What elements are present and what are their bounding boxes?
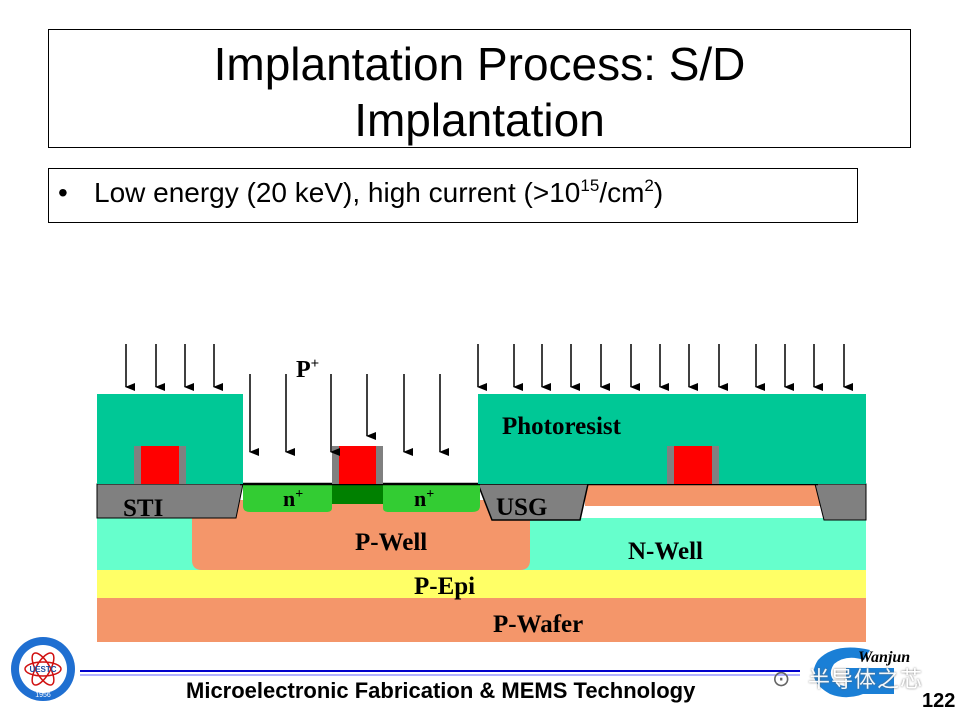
page-number: 122 — [922, 690, 956, 712]
p-wafer-layer — [97, 598, 866, 642]
sti-label: STI — [123, 495, 163, 522]
bullet-text-before: Low energy (20 keV), high current (>10 — [94, 177, 581, 208]
sti-right — [814, 483, 867, 521]
p-wafer-label: P-Wafer — [493, 611, 583, 638]
gate-right — [667, 446, 719, 484]
n-well-label: N-Well — [628, 538, 703, 565]
svg-text:Wanjun: Wanjun — [858, 649, 910, 666]
wanjun-chen-logo: Wanjun — [813, 647, 910, 698]
n-plus-left-region — [243, 484, 332, 512]
bullet-item: • Low energy (20 keV), high current (>101… — [58, 175, 663, 211]
slide-title: Implantation Process: S/D Implantation — [48, 36, 911, 148]
n-plus-right-label: n+ — [414, 486, 434, 511]
sti-left — [96, 483, 244, 519]
title-line-1: Implantation Process: S/D — [213, 38, 746, 90]
bullet-sup-square: 2 — [644, 176, 654, 195]
svg-text:UESTC: UESTC — [29, 665, 56, 674]
bullet-sup-exponent: 15 — [580, 176, 600, 195]
bullet-text-middle: /cm — [599, 177, 645, 208]
p-epi-label: P-Epi — [414, 573, 475, 600]
channel-region — [332, 484, 383, 504]
bullet-box — [48, 168, 858, 223]
bullet-text-after: ) — [653, 177, 664, 208]
svg-text:1956: 1956 — [35, 692, 51, 699]
gate-center — [332, 446, 383, 484]
p-well-region — [192, 500, 530, 570]
wechat-icon: ⊙ — [772, 666, 791, 691]
p-epi-layer — [97, 570, 866, 598]
implant-arrows — [125, 344, 853, 456]
watermark-text: 半导体之芯 — [808, 667, 924, 692]
title-box — [48, 29, 911, 148]
usg-label: USG — [496, 494, 547, 521]
n-plus-left-label: n+ — [283, 486, 303, 511]
gate-left — [134, 446, 186, 484]
n-plus-right-region — [383, 484, 480, 512]
title-line-2: Implantation — [354, 94, 605, 146]
ion-label: P+ — [296, 356, 319, 383]
uestc-logo: UESTC 1956 — [11, 637, 75, 701]
footer-course-title: Microelectronic Fabrication & MEMS Techn… — [186, 678, 696, 703]
n-well-surface — [585, 484, 820, 506]
photoresist-label: Photoresist — [502, 413, 622, 440]
p-well-label: P-Well — [355, 529, 427, 556]
bullet-marker: • — [58, 177, 68, 208]
